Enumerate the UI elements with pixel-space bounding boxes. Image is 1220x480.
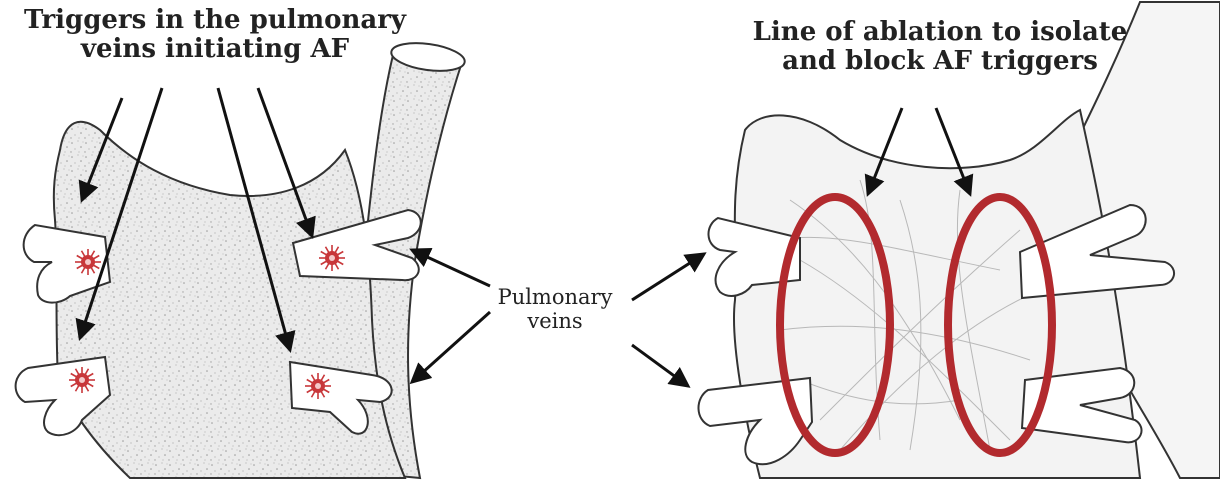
triggers-caption-line-2: veins initiating AF <box>0 35 430 64</box>
ablation-caption: Line of ablation to isolate and block AF… <box>740 18 1140 76</box>
pointer-upper-right <box>632 254 704 300</box>
pulmonary-veins-caption-line-1: Pulmonary <box>470 286 640 310</box>
pointer-upper-left <box>412 250 490 286</box>
triggers-caption-line-1: Triggers in the pulmonary <box>0 6 430 35</box>
ablation-caption-line-1: Line of ablation to isolate <box>740 18 1140 47</box>
ablation-caption-line-2: and block AF triggers <box>740 47 1140 76</box>
pulmonary-veins-caption-line-2: veins <box>470 310 640 334</box>
triggers-caption: Triggers in the pulmonary veins initiati… <box>0 6 430 64</box>
pulmonary-veins-caption: Pulmonary veins <box>470 286 640 333</box>
pointer-lower-right <box>632 345 688 386</box>
left-atrium-panel <box>16 39 467 478</box>
